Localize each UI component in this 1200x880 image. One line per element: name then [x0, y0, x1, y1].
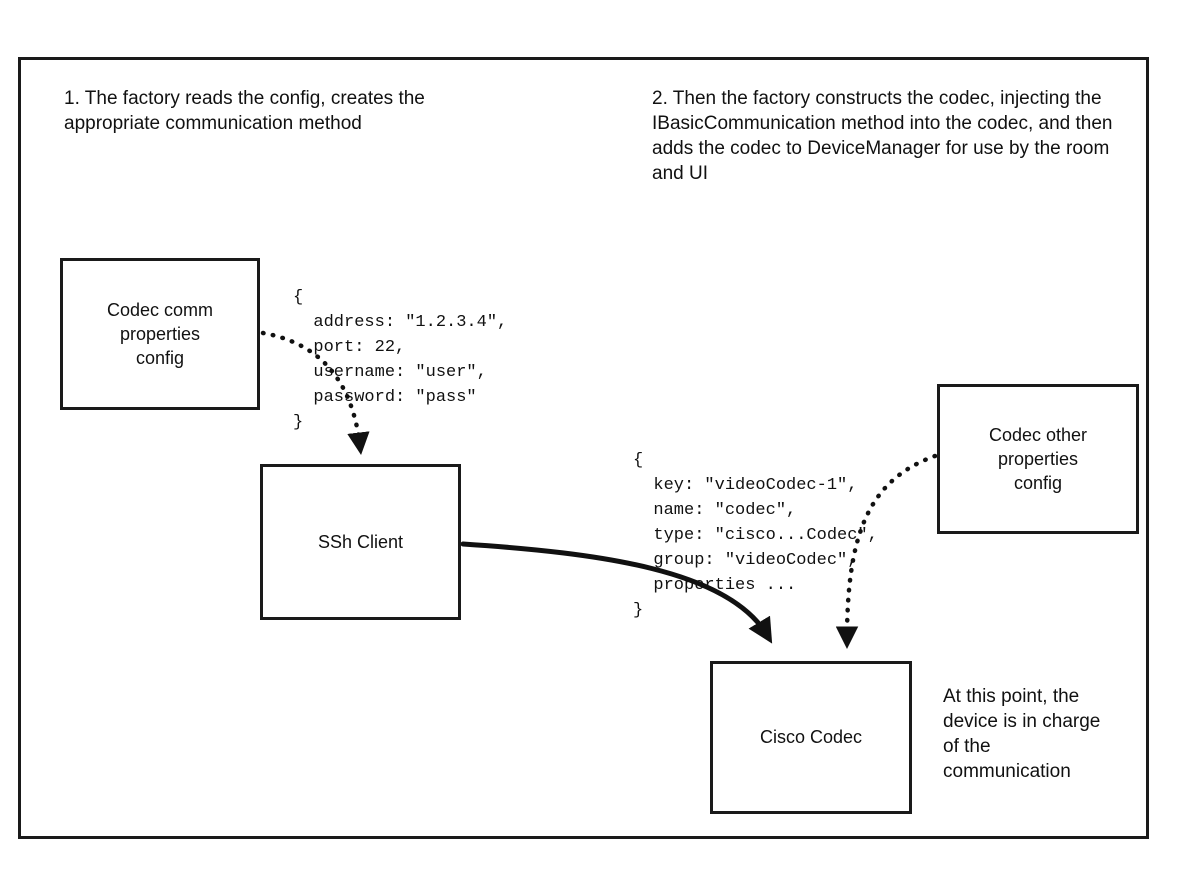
code-comm-properties: { address: "1.2.3.4", port: 22, username…	[293, 288, 508, 432]
diagram-border	[18, 57, 1149, 839]
box-ssh-client-label: SSh Client	[317, 531, 404, 552]
box-codec-other-config: Codec other properties config	[937, 384, 1139, 534]
box-cisco-codec-label: Cisco Codec	[759, 727, 863, 748]
box-codec-comm-config-label: Codec comm properties config	[106, 299, 214, 369]
box-codec-other-config-label: Codec other properties config	[988, 424, 1088, 494]
box-codec-comm-config: Codec comm properties config	[60, 258, 260, 410]
note-step1: 1. The factory reads the config, creates…	[64, 88, 425, 135]
note-endpoint: At this point, the device is in charge o…	[943, 686, 1101, 783]
box-ssh-client: SSh Client	[260, 464, 461, 620]
box-cisco-codec: Cisco Codec	[710, 661, 912, 814]
code-codec-properties: { key: "videoCodec-1", name: "codec", ty…	[633, 451, 878, 620]
note-step2: 2. Then the factory constructs the codec…	[652, 88, 1113, 185]
